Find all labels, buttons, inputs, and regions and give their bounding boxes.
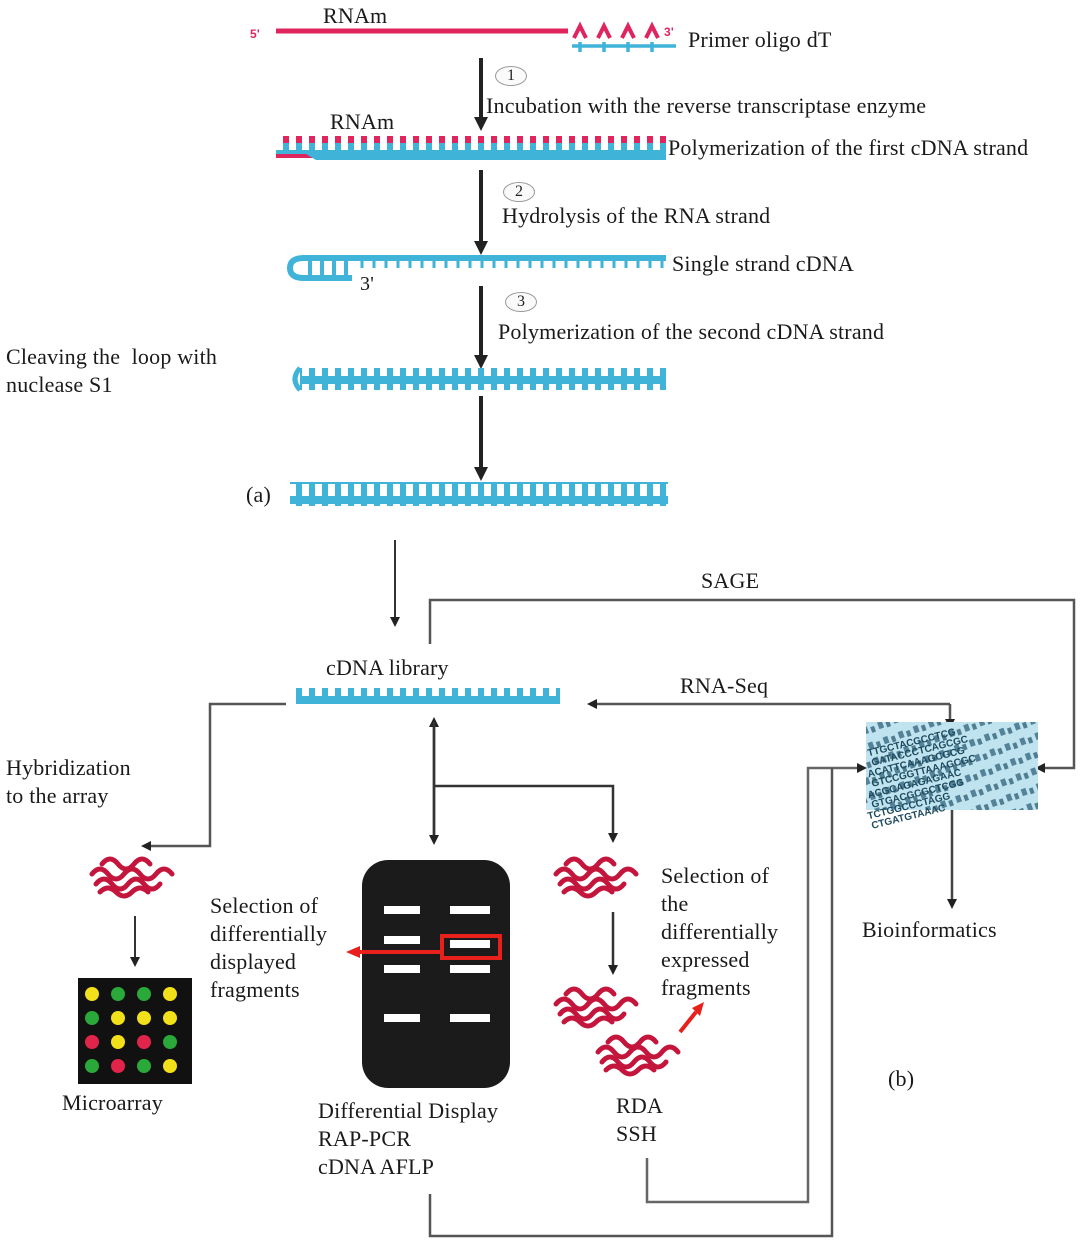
fragment-strand [557,1006,627,1022]
fragment-strand [605,1034,659,1050]
step-2-label: Hydrolysis of the RNA strand [502,203,771,228]
step-1-badge: 1 [495,66,527,86]
microarray-spot-yellow [111,1011,125,1025]
microarray-spot-yellow [163,1011,177,1025]
fragment-strand [563,986,617,1002]
microarray-spot-yellow [111,1035,125,1049]
mrna-label-hybrid: RNAm [330,109,395,134]
microarray-cdna-fragments [89,856,175,899]
step-1-label: Incubation with the reverse transcriptas… [486,93,927,118]
step-2-badge: 2 [503,182,535,202]
microarray-spot-red [85,1035,99,1049]
microarray-spot-green [85,1011,99,1025]
microarray-spot-green [85,1059,99,1073]
fragment-strand [599,1054,669,1070]
microarray-label: Microarray [62,1090,163,1115]
differential-display-gel [346,860,510,1088]
rda-methods-label: RDA SSH [616,1093,664,1146]
panel-a-label: (a) [246,482,272,507]
ds-cdna-with-loop [292,366,666,392]
bioinformatics-label: Bioinformatics [862,917,997,942]
microarray-chip [78,978,192,1084]
rda-fork-connector [434,784,618,843]
microarray-spot-green [137,987,151,1001]
fragment-strand [563,856,617,872]
hybridization-connector [141,702,286,851]
microarray-spot-yellow [163,1059,177,1073]
step-3-label: Polymerization of the second cDNA strand [498,319,885,344]
rda-fragments-top [553,856,639,899]
hairpin-three-prime-label: 3' [360,273,375,295]
mrna-label-top: RNAm [323,3,388,28]
primer-oligo-dt-label: Primer oligo dT [688,27,832,52]
rda-fragments-bottom [595,1034,681,1077]
poly-a-tail [572,21,660,39]
cdna-library-label: cDNA library [326,655,449,680]
fragment-strand [97,885,151,899]
fragment-strand [99,856,153,872]
panel-b-label: (b) [888,1066,915,1091]
first-strand-label: Polymerization of the first cDNA strand [668,135,1029,160]
hybridization-label: Hybridization to the array [6,755,131,808]
microarray-spot-green [111,987,125,1001]
rda-fragments-middle [553,986,639,1029]
fragment-strand [93,876,163,892]
sage-label: SAGE [701,568,760,593]
five-prime-label: 5' [250,27,260,41]
microarray-spot-green [137,1059,151,1073]
selected-band-highlight [440,934,502,960]
poly-a-three-prime-label: 3' [664,25,674,39]
microarray-spot-red [111,1059,125,1073]
sequencing-image: TTGCTACGCCTCGGATACCCTCAGCGCACATTCAAAGCGC… [866,722,1038,832]
dd-selection-label: Selection of differentially displayed fr… [210,893,328,1002]
single-strand-cdna [286,255,666,281]
microarray-spot-red [137,1035,151,1049]
nuclease-s1-label: Cleaving the loop with nuclease S1 [6,344,218,397]
rda-to-sequencing-connector [645,763,867,1204]
fragment-strand [603,1063,657,1077]
microarray-spot-yellow [163,987,177,1001]
cdna-library-dna [296,688,560,704]
first-strand-arrowhead [306,152,666,160]
microarray-spot-yellow [85,987,99,1001]
dd-methods-label: Differential Display RAP-PCR cDNA AFLP [318,1098,499,1179]
rda-selection-arrow [678,1010,698,1034]
microarray-spot-yellow [137,1011,151,1025]
fragment-strand [561,885,615,899]
sage-connector [428,598,1076,773]
rda-selection-label: Selection of the differentially expresse… [661,863,779,1000]
ds-cdna-final [290,482,668,506]
rnaseq-label: RNA-Seq [680,673,769,698]
microarray-spot-green [163,1035,177,1049]
fragment-strand [561,1015,615,1029]
dd-to-sequencing-connector [428,768,834,1238]
step-3-badge: 3 [505,292,537,312]
fragment-strand [557,876,627,892]
oligo-dt-primer [572,42,676,52]
single-strand-label: Single strand cDNA [672,251,855,276]
